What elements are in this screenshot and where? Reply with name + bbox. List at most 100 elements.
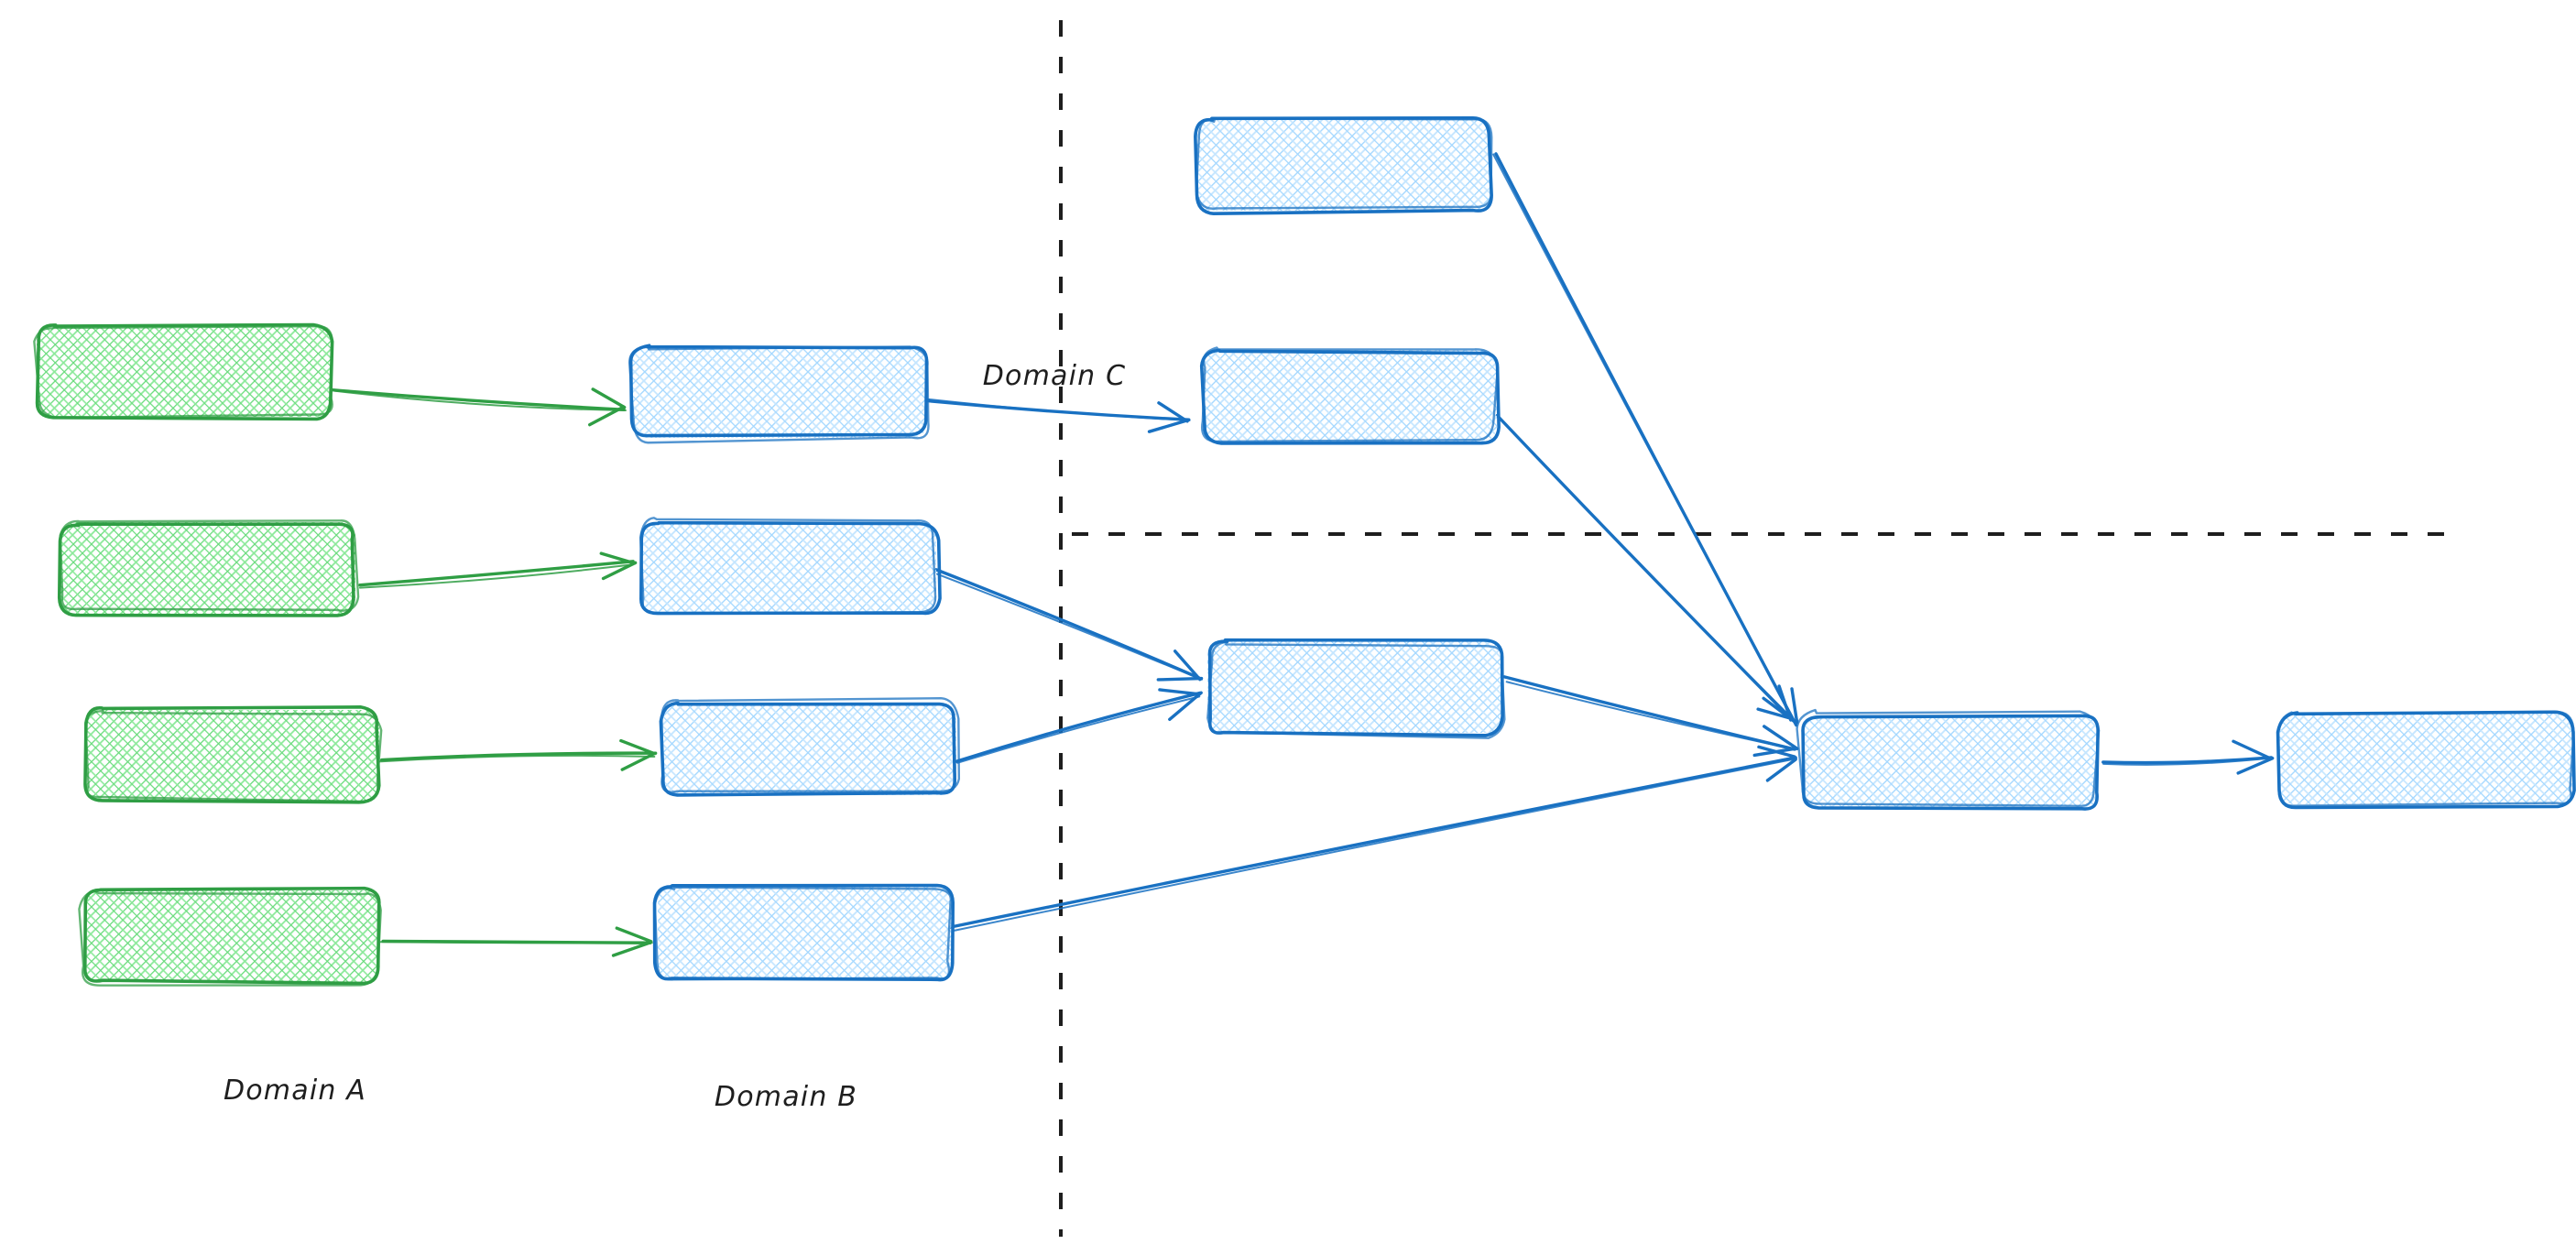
arrowhead-stroke-1 — [1777, 684, 1793, 722]
edge-arrow-d1-to-d2[interactable] — [2101, 739, 2275, 775]
edge-arrow-b4-to-d1[interactable] — [949, 745, 1798, 933]
arrowhead-stroke-1 — [615, 926, 653, 944]
node-a3[interactable] — [83, 705, 383, 804]
node-b1[interactable] — [628, 344, 930, 444]
node-outline — [33, 324, 333, 420]
node-fill-hatch — [2279, 713, 2574, 804]
node-c2[interactable] — [1199, 346, 1501, 445]
edge-line — [333, 389, 627, 411]
edge-line — [379, 751, 658, 762]
node-a2[interactable] — [57, 519, 360, 617]
node-outline — [653, 886, 953, 981]
node-b2[interactable] — [639, 517, 942, 616]
arrowhead-stroke-1 — [1158, 688, 1201, 696]
edge-line — [936, 573, 1203, 681]
node-fill-hatch — [1202, 350, 1497, 442]
edge-line — [2102, 757, 2275, 766]
node-fill-hatch — [661, 704, 956, 795]
node-fill-hatch — [60, 522, 355, 614]
domain-label-domain-a: Domain A — [224, 1075, 366, 1107]
node-outline — [1796, 708, 2101, 807]
arrowhead-stroke-1 — [599, 551, 637, 565]
node-outline — [659, 701, 956, 797]
edge-line — [379, 941, 653, 944]
domain-divider-layer — [1059, 20, 2464, 1237]
node-outline — [59, 519, 360, 612]
arrowhead-stroke-1 — [1757, 745, 1796, 758]
edge-line — [951, 758, 1798, 933]
arrowhead-stroke-1 — [619, 738, 657, 756]
node-c1[interactable] — [1194, 115, 1493, 216]
edge-line — [926, 398, 1191, 421]
arrowhead-stroke-0 — [1168, 691, 1203, 722]
arrowhead-stroke-0 — [1756, 707, 1794, 721]
node-fill-hatch — [1803, 716, 2098, 808]
arrowhead-stroke-1 — [1157, 401, 1189, 423]
node-d1[interactable] — [1796, 708, 2101, 811]
domain-label-domain-c: Domain C — [983, 360, 1127, 392]
arrowhead-stroke-0 — [2236, 757, 2275, 775]
edge-arrow-b1-to-c2[interactable] — [926, 398, 1191, 433]
arrowhead-stroke-1 — [1763, 725, 1799, 750]
node-c3[interactable] — [1206, 638, 1506, 739]
edge-arrow-c2-to-d1[interactable] — [1495, 413, 1796, 723]
node-layer — [33, 115, 2576, 987]
node-outline — [1194, 115, 1493, 216]
arrowhead-stroke-0 — [1147, 418, 1190, 433]
node-b4[interactable] — [652, 883, 955, 982]
node-fill-hatch — [641, 522, 936, 614]
node-outline — [639, 517, 937, 615]
edge-arrow-b2-to-c3[interactable] — [934, 568, 1204, 682]
arrowhead-stroke-1 — [2232, 739, 2273, 760]
arrowhead-stroke-1 — [1173, 649, 1202, 682]
node-outline — [2276, 710, 2575, 807]
node-outline — [1201, 346, 1500, 443]
edge-arrow-a4-to-b4[interactable] — [379, 926, 653, 957]
edge-line — [934, 568, 1201, 680]
edge-arrow-b3-to-c3[interactable] — [955, 688, 1203, 764]
node-fill-hatch — [37, 325, 332, 417]
edge-line — [1502, 675, 1796, 751]
edge-line — [1505, 681, 1797, 751]
edge-line — [1498, 416, 1793, 722]
edge-arrow-c3-to-d1[interactable] — [1502, 675, 1799, 758]
node-outline — [84, 709, 383, 803]
node-fill-hatch — [1207, 641, 1502, 733]
arrowhead-stroke-0 — [611, 941, 652, 957]
arrowhead-stroke-1 — [1790, 687, 1799, 725]
arrowhead-stroke-1 — [591, 387, 627, 409]
node-outline — [660, 697, 961, 793]
node-fill-hatch — [632, 346, 927, 438]
node-b3[interactable] — [659, 697, 961, 797]
edge-line — [330, 387, 626, 411]
node-fill-hatch — [84, 710, 379, 802]
edge-line — [1492, 153, 1797, 726]
edge-line — [949, 756, 1797, 929]
node-outline — [1195, 117, 1493, 210]
edge-arrow-a3-to-b3[interactable] — [377, 738, 658, 771]
domain-label-domain-b: Domain B — [715, 1081, 857, 1113]
node-outline — [1206, 640, 1506, 739]
node-outline — [82, 886, 381, 986]
arrowhead-stroke-0 — [1765, 758, 1797, 782]
node-d2[interactable] — [2276, 710, 2576, 810]
node-a4[interactable] — [78, 886, 382, 987]
node-fill-hatch — [658, 887, 953, 978]
arrowhead-stroke-0 — [1156, 676, 1204, 682]
node-fill-hatch — [1195, 119, 1490, 211]
node-fill-hatch — [84, 890, 379, 982]
edge-line — [377, 754, 656, 763]
edge-arrow-a2-to-b2[interactable] — [358, 551, 638, 589]
node-outline — [628, 345, 930, 444]
edge-line — [358, 560, 635, 587]
edge-arrow-c1-to-d1[interactable] — [1492, 152, 1799, 727]
node-a1[interactable] — [33, 322, 334, 421]
edge-arrow-a1-to-b1[interactable] — [330, 387, 627, 427]
edge-line — [358, 563, 634, 589]
edge-line — [2101, 756, 2274, 765]
arrowhead-stroke-0 — [620, 752, 655, 771]
node-outline — [1207, 638, 1504, 737]
node-outline — [78, 889, 382, 987]
